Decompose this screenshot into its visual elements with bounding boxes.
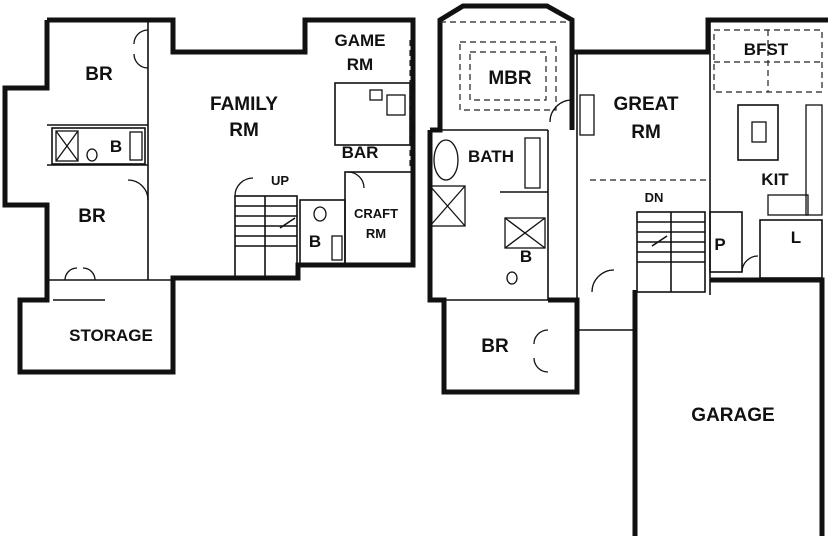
room-label-storage: STORAGE [69, 326, 153, 345]
bar-sink [369, 89, 383, 101]
shower-fixture [504, 217, 546, 249]
vanity-fixture [331, 235, 343, 261]
room-label-game-rm: RM [347, 55, 373, 74]
kitchen-counter [767, 194, 809, 216]
stair-arrow [279, 217, 296, 229]
kitchen-counter [805, 104, 823, 216]
stair-up [234, 195, 298, 279]
room-label-bar: BAR [342, 143, 379, 162]
door-swing [127, 179, 149, 201]
room-label-pantry: P [714, 235, 725, 254]
room-labels: BR B BR STORAGE FAMILY RM GAME RM BAR UP… [69, 31, 801, 426]
shower-fixture [55, 130, 79, 162]
mbr-ceiling-outline [459, 41, 557, 111]
lower-level-plan [2, 17, 416, 375]
stair-label-up: UP [271, 173, 289, 188]
island-sink [751, 121, 767, 143]
closet-door [533, 357, 549, 373]
door-swing [549, 99, 573, 123]
lower-level-outer-wall [2, 17, 416, 375]
room-label-garage: GARAGE [691, 405, 774, 426]
room-label-craft-rm: CRAFT [354, 206, 398, 221]
stair-bath-room [299, 199, 346, 266]
room-label-bfst: BFST [744, 40, 789, 59]
closet-door [64, 267, 78, 281]
bathtub-fixture [433, 139, 459, 181]
room-label-kit: KIT [761, 170, 789, 189]
stair-label-dn: DN [645, 190, 664, 205]
room-label-b-main-bath: B [520, 247, 532, 266]
room-label-laundry: L [791, 228, 801, 247]
closet-door [533, 329, 549, 345]
room-label-great-rm: GREAT [613, 94, 678, 115]
vanity-fixture [129, 131, 143, 161]
closet-door [82, 267, 96, 281]
door-swing [234, 177, 254, 197]
main-level-outer-wall [569, 17, 828, 130]
room-label-bath: BATH [468, 147, 514, 166]
lower-bath-room [51, 127, 146, 165]
mbr-ceiling-outline [469, 51, 547, 101]
craft-room [344, 171, 414, 266]
garage-outer-wall [710, 277, 825, 536]
closet-door [133, 53, 149, 69]
bar-counter [334, 82, 411, 146]
room-label-b-lower-bath: B [110, 137, 122, 156]
vanity-fixture [524, 137, 541, 189]
door-swing [591, 269, 615, 293]
room-label-game-rm: GAME [335, 31, 386, 50]
room-label-family-rm: FAMILY [210, 94, 278, 115]
room-label-br-upper: BR [85, 64, 113, 85]
room-label-mbr: MBR [488, 68, 532, 89]
room-label-family-rm: RM [229, 120, 259, 141]
shower-fixture [429, 185, 466, 227]
closet-door [133, 29, 149, 45]
room-label-great-rm: RM [631, 122, 661, 143]
door-swing [347, 171, 365, 189]
shower-fixture [504, 217, 546, 249]
toilet-fixture [86, 148, 98, 162]
kitchen-island [737, 104, 779, 161]
fireplace [579, 94, 595, 136]
stair-arrow [651, 235, 668, 247]
pantry [709, 211, 743, 273]
room-label-br-lower: BR [78, 206, 106, 227]
main-level-plan [427, 3, 828, 536]
bar-cabinet [386, 94, 406, 116]
toilet-fixture [506, 271, 518, 285]
room-label-b-stair-bath: B [309, 232, 321, 251]
room-label-craft-rm: RM [366, 226, 386, 241]
door-swing [741, 255, 759, 273]
shower-fixture [429, 185, 466, 227]
room-label-br-main: BR [481, 336, 509, 357]
toilet-fixture [313, 206, 327, 222]
shower-fixture [55, 130, 79, 162]
